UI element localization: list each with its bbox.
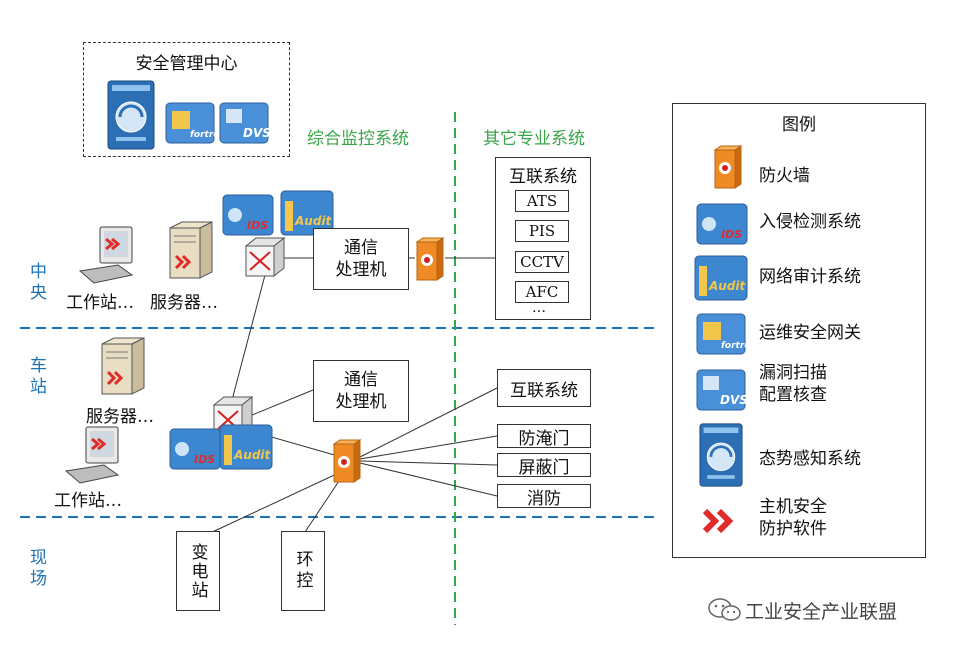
svg-text:IDS: IDS <box>721 228 742 241</box>
substation-box: 变电站 <box>176 531 220 611</box>
legend-audit-label: 网络审计系统 <box>759 267 861 287</box>
legend-firewall-icon <box>713 145 743 189</box>
svg-text:Audit: Audit <box>294 214 333 228</box>
cctv-item: CCTV <box>515 251 569 273</box>
station-ids-icon: IDS <box>169 428 221 470</box>
env-control-box: 环控 <box>281 531 325 611</box>
watermark-text: 工业安全产业联盟 <box>745 601 898 623</box>
center-server-label: 服务器… <box>150 293 218 313</box>
legend-fortress-icon: fortress <box>696 313 747 355</box>
flood-gate-box: 防淹门 <box>497 424 591 449</box>
legend-awareness-icon <box>699 423 743 487</box>
legend-ids-label: 入侵检测系统 <box>759 212 861 232</box>
other-systems-heading: 其它专业系统 <box>483 129 585 149</box>
station-workstation-icon <box>64 426 120 484</box>
station-server-label: 服务器… <box>86 407 154 427</box>
center-ids-icon: IDS <box>222 194 274 236</box>
station-audit-icon: Audit <box>219 424 273 470</box>
security-management-center: 安全管理中心 fortress DVS <box>83 42 290 157</box>
zone-label-station: 车站 <box>26 356 46 398</box>
center-switch-icon <box>244 236 286 278</box>
legend-audit-icon: Audit <box>694 255 748 301</box>
svg-text:DVS: DVS <box>720 393 747 407</box>
legend-host-protection-label: 主机安全 防护软件 <box>759 497 827 539</box>
station-firewall-icon <box>332 439 362 483</box>
security-center-title: 安全管理中心 <box>135 54 238 74</box>
center-comm-processor: 通信 处理机 <box>313 228 409 290</box>
integrated-monitoring-heading: 综合监控系统 <box>307 129 409 149</box>
zone-label-center: 中央 <box>26 262 46 304</box>
center-workstation-icon <box>78 226 134 284</box>
station-comm-processor: 通信 处理机 <box>313 360 409 422</box>
svg-text:IDS: IDS <box>247 219 268 232</box>
fortress-gateway-icon: fortress <box>165 102 216 144</box>
center-interconnect-title: 互联系统 <box>509 167 577 187</box>
center-more-label: … <box>532 300 546 316</box>
pis-item: PIS <box>515 220 569 242</box>
legend-ids-icon: IDS <box>696 203 748 245</box>
fortress-icon-text: fortress <box>190 130 216 140</box>
center-firewall-icon <box>415 237 445 281</box>
center-audit-icon: Audit <box>280 190 334 236</box>
zone-label-field: 现场 <box>26 548 46 590</box>
fire-protection-box: 消防 <box>497 484 591 509</box>
ats-item: ATS <box>515 190 569 212</box>
legend-dvs-icon: DVS <box>696 369 747 411</box>
legend-host-protection-icon <box>702 508 734 534</box>
svg-text:Audit: Audit <box>708 279 747 293</box>
legend-title: 图例 <box>782 115 816 135</box>
svg-text:Audit: Audit <box>233 448 272 462</box>
screen-door-box: 屏蔽门 <box>497 453 591 478</box>
station-server-icon <box>101 337 145 395</box>
wechat-icon <box>708 598 741 621</box>
center-interconnect-panel: 互联系统 <box>495 157 591 320</box>
center-workstation-label: 工作站… <box>66 293 134 313</box>
legend-awareness-label: 态势感知系统 <box>759 449 861 469</box>
legend-dvs-label: 漏洞扫描 配置核查 <box>759 363 827 405</box>
situational-awareness-icon <box>107 80 155 150</box>
dvs-scanner-icon: DVS <box>219 102 270 144</box>
legend-firewall-label: 防火墙 <box>759 166 810 186</box>
afc-item: AFC <box>515 281 569 303</box>
svg-text:fortress: fortress <box>721 341 747 351</box>
dvs-icon-text: DVS <box>243 126 270 140</box>
station-workstation-label: 工作站… <box>54 491 122 511</box>
station-interconnect-box: 互联系统 <box>497 369 591 407</box>
center-server-icon <box>169 221 213 279</box>
legend-panel: 图例 防火墙 IDS 入侵检测系统 Audit 网络审计系统 fortress … <box>672 103 926 558</box>
legend-fortress-label: 运维安全网关 <box>759 323 861 343</box>
svg-text:IDS: IDS <box>194 453 215 466</box>
